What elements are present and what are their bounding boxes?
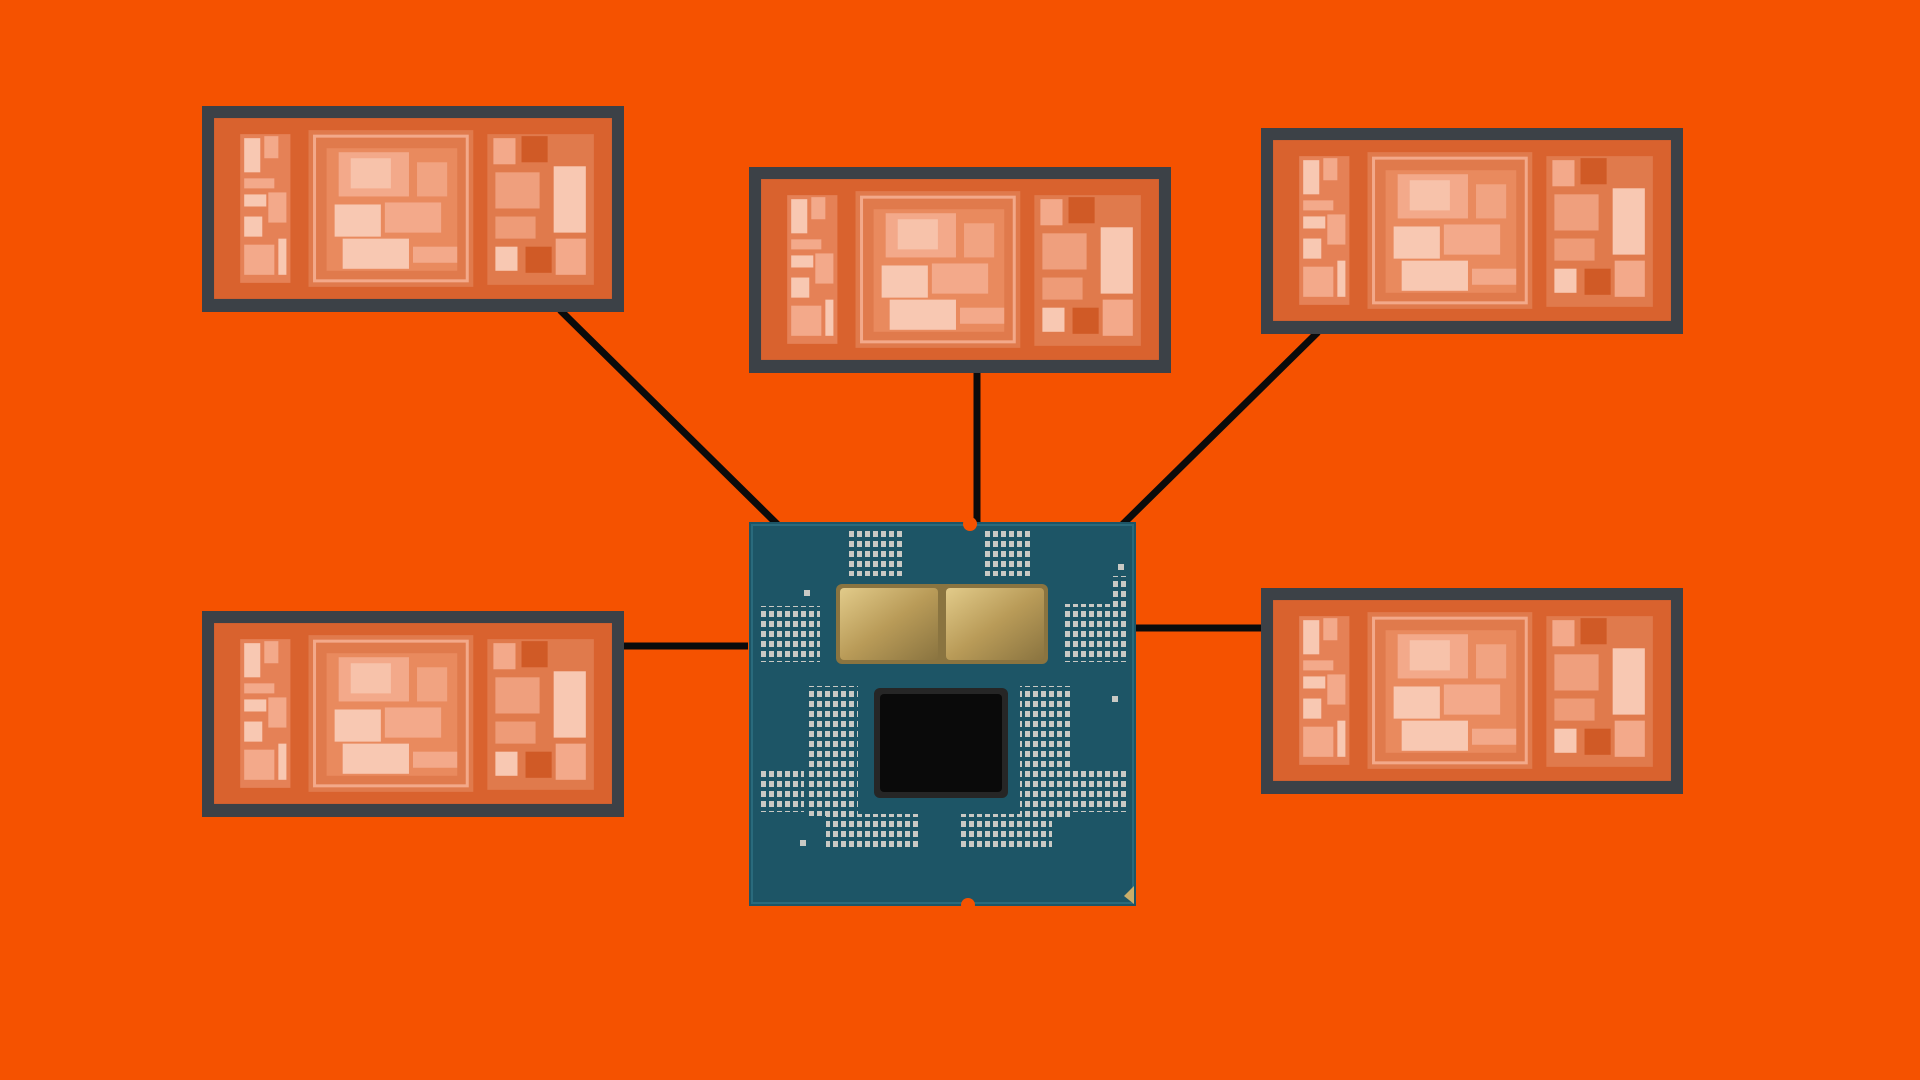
die-top-right [1261, 128, 1683, 334]
connector-top-right [1119, 329, 1321, 528]
cpu-package [749, 517, 1136, 912]
cpu-package-icon [749, 517, 1136, 912]
die-bottom-right [1261, 588, 1683, 794]
die-bottom-left [202, 611, 624, 817]
die-top-center [749, 167, 1171, 373]
connector-top-left [557, 307, 781, 528]
chip-die-icon [749, 167, 1171, 373]
chip-die-icon [202, 106, 624, 312]
chip-die-icon [1261, 128, 1683, 334]
connector-lines [557, 307, 1321, 650]
chip-die-icon [202, 611, 624, 817]
chip-die-icon [1261, 588, 1683, 794]
die-top-left [202, 106, 624, 312]
